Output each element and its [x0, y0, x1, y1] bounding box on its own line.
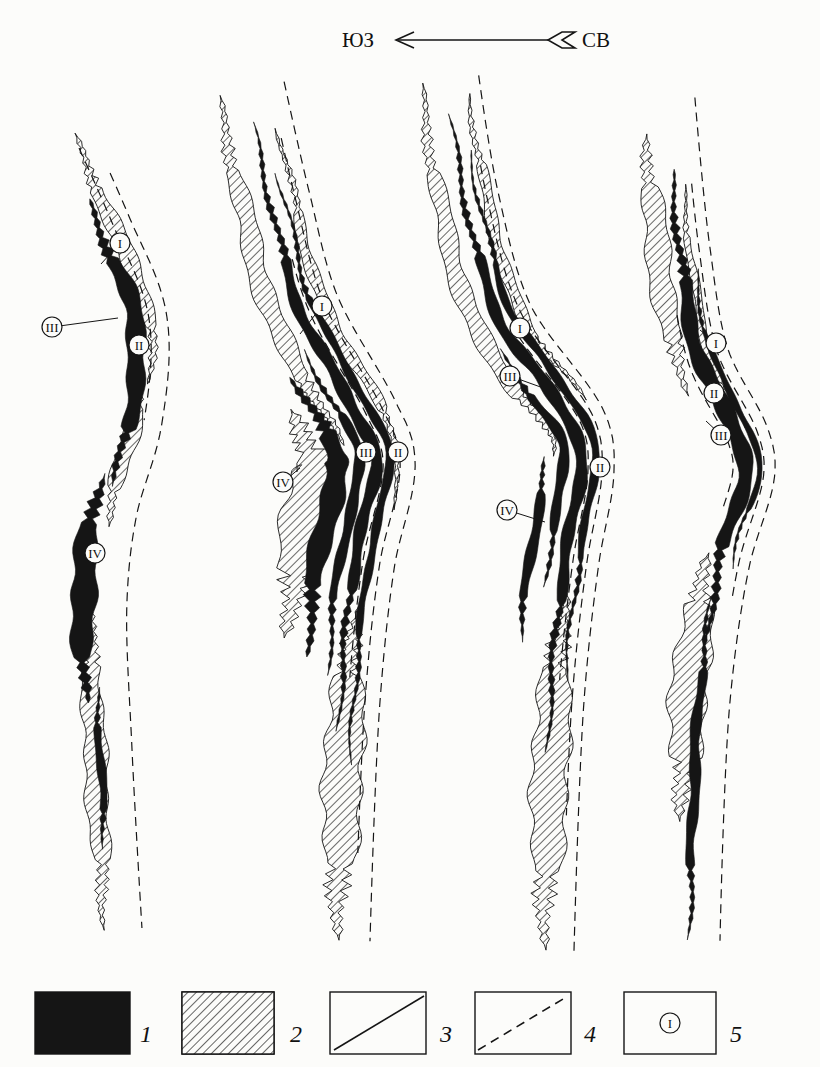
direction-label: ЮЗ: [342, 30, 374, 51]
legend-samples: [182, 992, 568, 1054]
roman-numeral: II: [596, 461, 605, 474]
numeral-circle: I: [705, 332, 727, 354]
ore-body: [94, 687, 107, 849]
roman-numeral: II: [710, 387, 719, 400]
dashed-boundary: [281, 138, 400, 853]
roman-numeral: I: [118, 237, 122, 250]
roman-numeral: IV: [276, 476, 290, 489]
numeral-circle: III: [41, 316, 63, 338]
numeral-circle: IV: [496, 499, 518, 521]
leader-lines: [52, 243, 721, 522]
roman-numeral: I: [320, 300, 324, 313]
ore-body: [686, 597, 712, 939]
dashed-boundary: [284, 82, 415, 942]
numeral-circle: I: [109, 232, 131, 254]
ore-body: [290, 377, 349, 657]
legend-swatch: [182, 992, 274, 1054]
legend-swatch: [475, 992, 571, 1054]
dashed-boundary: [79, 148, 151, 420]
ore-body: [90, 199, 147, 487]
roman-numeral: II: [394, 446, 403, 459]
roman-numeral: I: [714, 337, 718, 350]
legend-swatch: [330, 992, 426, 1054]
legend-label: 4: [584, 1022, 596, 1046]
numeral-circle: III: [710, 424, 732, 446]
roman-numeral: III: [46, 321, 59, 334]
roman-numeral: I: [518, 322, 522, 335]
roman-numeral: II: [135, 339, 144, 352]
legend-label: 2: [290, 1022, 302, 1046]
dashed-boundary: [695, 98, 775, 941]
numeral-circle: I: [659, 1012, 681, 1034]
ore-body: [70, 473, 106, 702]
numeral-circle: II: [387, 441, 409, 463]
ore-body: [471, 150, 600, 681]
numeral-circle: II: [703, 382, 725, 404]
numeral-circle: III: [499, 365, 521, 387]
numeral-circle: II: [128, 334, 150, 356]
numeral-circle: I: [509, 317, 531, 339]
roman-numeral: III: [504, 370, 517, 383]
legend-swatches: [35, 992, 716, 1054]
legend-swatch: [35, 992, 130, 1054]
numeral-circle: II: [589, 456, 611, 478]
dashed-boundary: [479, 75, 615, 951]
dashed-boundary: [519, 336, 589, 679]
numeral-circle: IV: [84, 542, 106, 564]
legend-swatch: [624, 992, 716, 1054]
numeral-circle: I: [311, 295, 333, 317]
roman-numeral: IV: [88, 547, 102, 560]
legend-label: 1: [140, 1022, 152, 1046]
roman-numeral: III: [715, 429, 728, 442]
numeral-circle: IV: [272, 471, 294, 493]
ore-body: [519, 457, 546, 643]
dashed-boundary: [677, 315, 733, 511]
direction-arrow: [396, 32, 575, 48]
roman-numeral: IV: [500, 504, 514, 517]
dashed-boundary: [292, 259, 383, 677]
roman-numeral: I: [668, 1017, 672, 1030]
roman-numeral: III: [360, 446, 373, 459]
ore-body: [275, 173, 394, 765]
dashed-boundary: [692, 184, 764, 601]
numeral-circle: III: [355, 441, 377, 463]
ore-body: [697, 269, 762, 569]
ore-profiles: [70, 75, 776, 951]
legend-label: 3: [440, 1022, 452, 1046]
ore-body: [254, 122, 383, 731]
dashed-boundary: [481, 165, 603, 815]
legend-label: 5: [730, 1022, 742, 1046]
direction-label: СВ: [582, 30, 610, 51]
